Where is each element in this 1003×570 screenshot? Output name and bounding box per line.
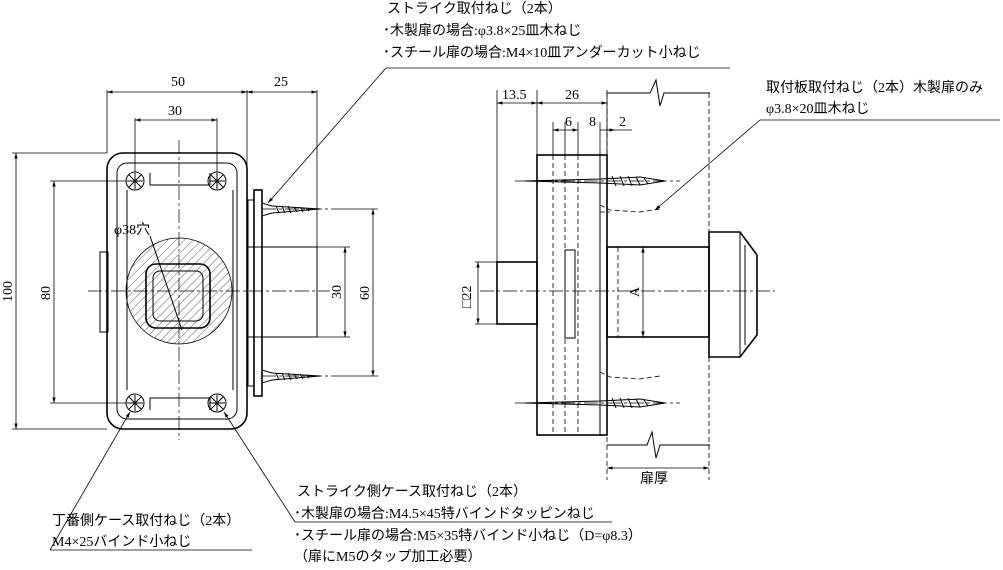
strike-housing	[708, 231, 758, 358]
dim-2: 2	[619, 115, 626, 130]
strike-screw-upper	[261, 202, 321, 217]
dim-a: A	[628, 286, 643, 297]
screw-icon	[207, 393, 227, 413]
front-dimensions: 50 25 30 100 80 30 60 φ38穴	[1, 75, 378, 430]
dim-25: 25	[274, 75, 288, 90]
bolt-side	[606, 246, 710, 338]
dim-8: 8	[589, 115, 596, 130]
note-case-screw-steel: ･スチール扉の場合:M5×35特バインド小ねじ（D=φ8.3）	[294, 528, 642, 544]
square-shaft	[145, 263, 211, 329]
note-strike-screw-wood: ･木製扉の場合:φ3.8×25皿木ねじ	[383, 23, 581, 39]
dim-100: 100	[1, 281, 16, 302]
front-view	[88, 140, 340, 440]
dim-50: 50	[171, 75, 185, 90]
note-case-screw-title: ストライク側ケース取付ねじ（2本）	[297, 484, 527, 500]
knob	[496, 261, 538, 325]
note-plate-screw: 取付板取付ねじ（2本）木製扉のみ φ3.8×20皿木ねじ	[766, 80, 983, 117]
note-strike-screw: ストライク取付ねじ（2本） ･木製扉の場合:φ3.8×25皿木ねじ ･スチール扉…	[383, 1, 701, 61]
dim-30-right: 30	[330, 285, 345, 299]
note-hinge-screw-title: 丁番側ケース取付ねじ（2本）	[52, 513, 240, 529]
side-screw-plate-lower	[599, 371, 661, 380]
break-line-bottom	[607, 430, 710, 459]
screw-icon	[125, 171, 145, 191]
break-line-top	[607, 78, 710, 107]
note-strike-case-screw: ストライク側ケース取付ねじ（2本） ･木製扉の場合:M4.5×45特バインドタッ…	[294, 484, 642, 565]
dim-30-top: 30	[168, 104, 182, 119]
dim-26: 26	[565, 88, 579, 103]
bolt-outline	[246, 246, 318, 338]
note-plate-screw-title: 取付板取付ねじ（2本）木製扉のみ	[766, 80, 983, 96]
note-plate-screw-spec: φ3.8×20皿木ねじ	[766, 101, 869, 117]
side-dimensions: 13.5 26 6 8 2 □22 A 扉厚	[460, 88, 709, 487]
dim-6: 6	[565, 115, 572, 130]
note-hinge-screw: 丁番側ケース取付ねじ（2本） M4×25バインド小ねじ	[52, 513, 240, 550]
note-case-screw-wood: ･木製扉の場合:M4.5×45特バインドタッピンねじ	[294, 506, 595, 522]
dim-13-5: 13.5	[502, 88, 527, 103]
hole-label: φ38穴	[114, 222, 150, 238]
dim-sq22: □22	[460, 286, 475, 308]
screw-icon	[207, 171, 227, 191]
side-view	[480, 78, 775, 480]
door-thickness-label: 扉厚	[640, 471, 668, 487]
strike-screw-lower	[261, 369, 321, 384]
note-case-screw-tap: （扉にM5のタップ加工必要）	[294, 549, 481, 565]
side-screw-plate-upper	[599, 204, 661, 213]
strike-plate	[253, 189, 263, 397]
case-side	[536, 154, 608, 436]
leader-lines	[49, 67, 1000, 551]
note-strike-screw-title: ストライク取付ねじ（2本）	[387, 1, 562, 17]
dim-80: 80	[39, 286, 54, 300]
note-strike-screw-steel: ･スチール扉の場合:M4×10皿アンダーカット小ねじ	[383, 45, 701, 61]
dim-60: 60	[358, 286, 373, 300]
screw-icon	[125, 393, 145, 413]
note-hinge-screw-spec: M4×25バインド小ねじ	[52, 534, 191, 550]
